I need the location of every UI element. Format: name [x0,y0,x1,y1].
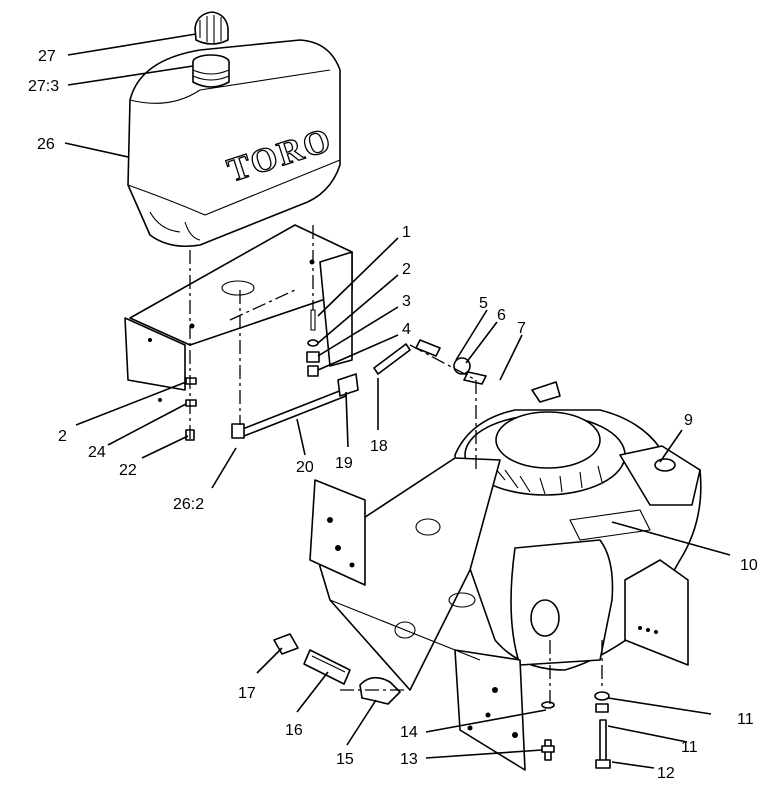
tank-mounting-bracket [124,224,353,402]
callout-24: 24 [88,444,106,461]
callout-26-2: 26:2 [173,496,204,513]
callout-16: 16 [285,722,303,739]
callout-22: 22 [119,462,137,479]
callout-1: 1 [402,224,411,241]
engine-mounting-plate [309,457,689,771]
callout-leader-lines [64,33,731,769]
assembly-axis-lines [189,225,603,705]
callout-11-upper: 11 [737,711,754,728]
callout-12: 12 [657,765,675,782]
callout-11-lower: 11 [681,739,698,756]
callout-9: 9 [684,412,693,429]
callout-17: 17 [238,685,256,702]
fuel-strainer [192,54,230,88]
callout-14: 14 [400,724,418,741]
fuel-tank: TORO [127,39,341,248]
callout-26: 26 [37,136,55,153]
callout-4: 4 [402,321,411,338]
fuel-cap [194,11,229,45]
callout-27-3: 27:3 [28,78,59,95]
callout-18: 18 [370,438,388,455]
callout-15: 15 [336,751,354,768]
callout-19: 19 [335,455,353,472]
callout-2-lower: 2 [58,428,67,445]
callout-labels: 27 27:3 26 1 2 3 4 5 6 7 9 10 2 24 22 20… [28,48,758,782]
callout-2-upper: 2 [402,261,411,278]
callout-13: 13 [400,751,418,768]
callout-27: 27 [38,48,56,65]
callout-6: 6 [497,307,506,324]
engine-fasteners [541,691,611,769]
fuel-hose-assembly [231,339,441,439]
callout-10: 10 [740,557,758,574]
callout-3: 3 [402,293,411,310]
callout-5: 5 [479,295,488,312]
callout-20: 20 [296,459,314,476]
callout-7: 7 [517,320,526,337]
